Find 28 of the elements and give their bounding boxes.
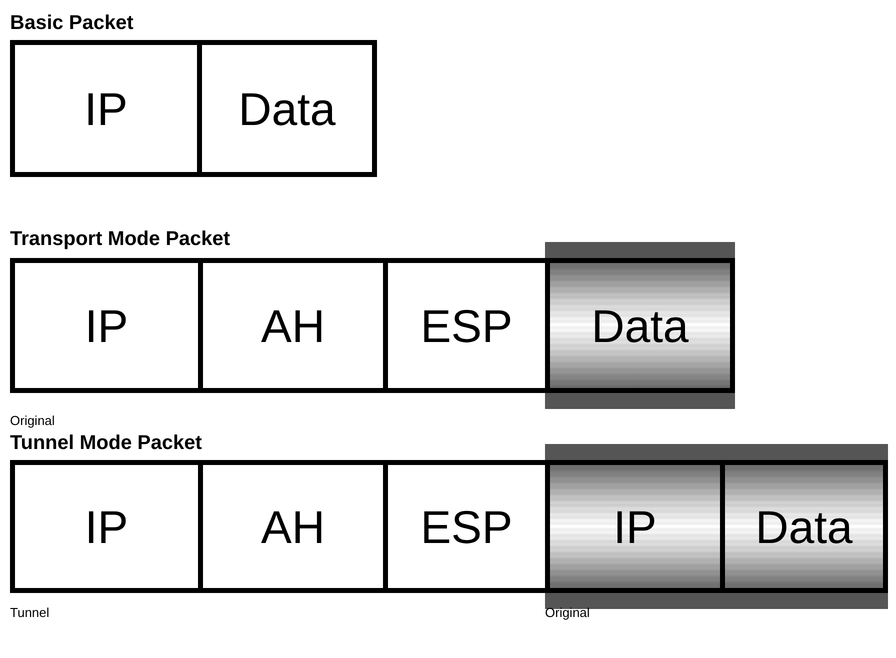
field-label: ESP (420, 298, 513, 352)
field-label: IP (84, 82, 128, 136)
field-label: AH (261, 298, 325, 352)
encrypted-header-field (550, 258, 735, 393)
header-field (203, 460, 388, 593)
header-field (10, 258, 203, 393)
header-field (388, 460, 550, 593)
header-field (202, 40, 377, 177)
section-title: Tunnel Mode Packet (10, 432, 202, 455)
field-label: IP (84, 298, 128, 352)
encrypted-header-field (725, 460, 888, 593)
section-note: Original (10, 413, 55, 428)
header-field (388, 258, 550, 393)
header-field (203, 258, 388, 393)
section-title: Transport Mode Packet (10, 228, 230, 251)
field-label: Data (591, 298, 689, 352)
field-label: Data (238, 82, 336, 136)
field-label: AH (261, 500, 325, 554)
encrypted-header-field (550, 460, 725, 593)
section-title: Basic Packet (10, 12, 134, 35)
field-label: IP (613, 500, 657, 554)
section-note: Original (545, 605, 590, 620)
field-label: Data (755, 500, 853, 554)
header-field (10, 460, 203, 593)
field-label: ESP (420, 500, 513, 554)
header-field (10, 40, 202, 177)
section-note: Tunnel (10, 605, 50, 620)
field-label: IP (84, 500, 128, 554)
